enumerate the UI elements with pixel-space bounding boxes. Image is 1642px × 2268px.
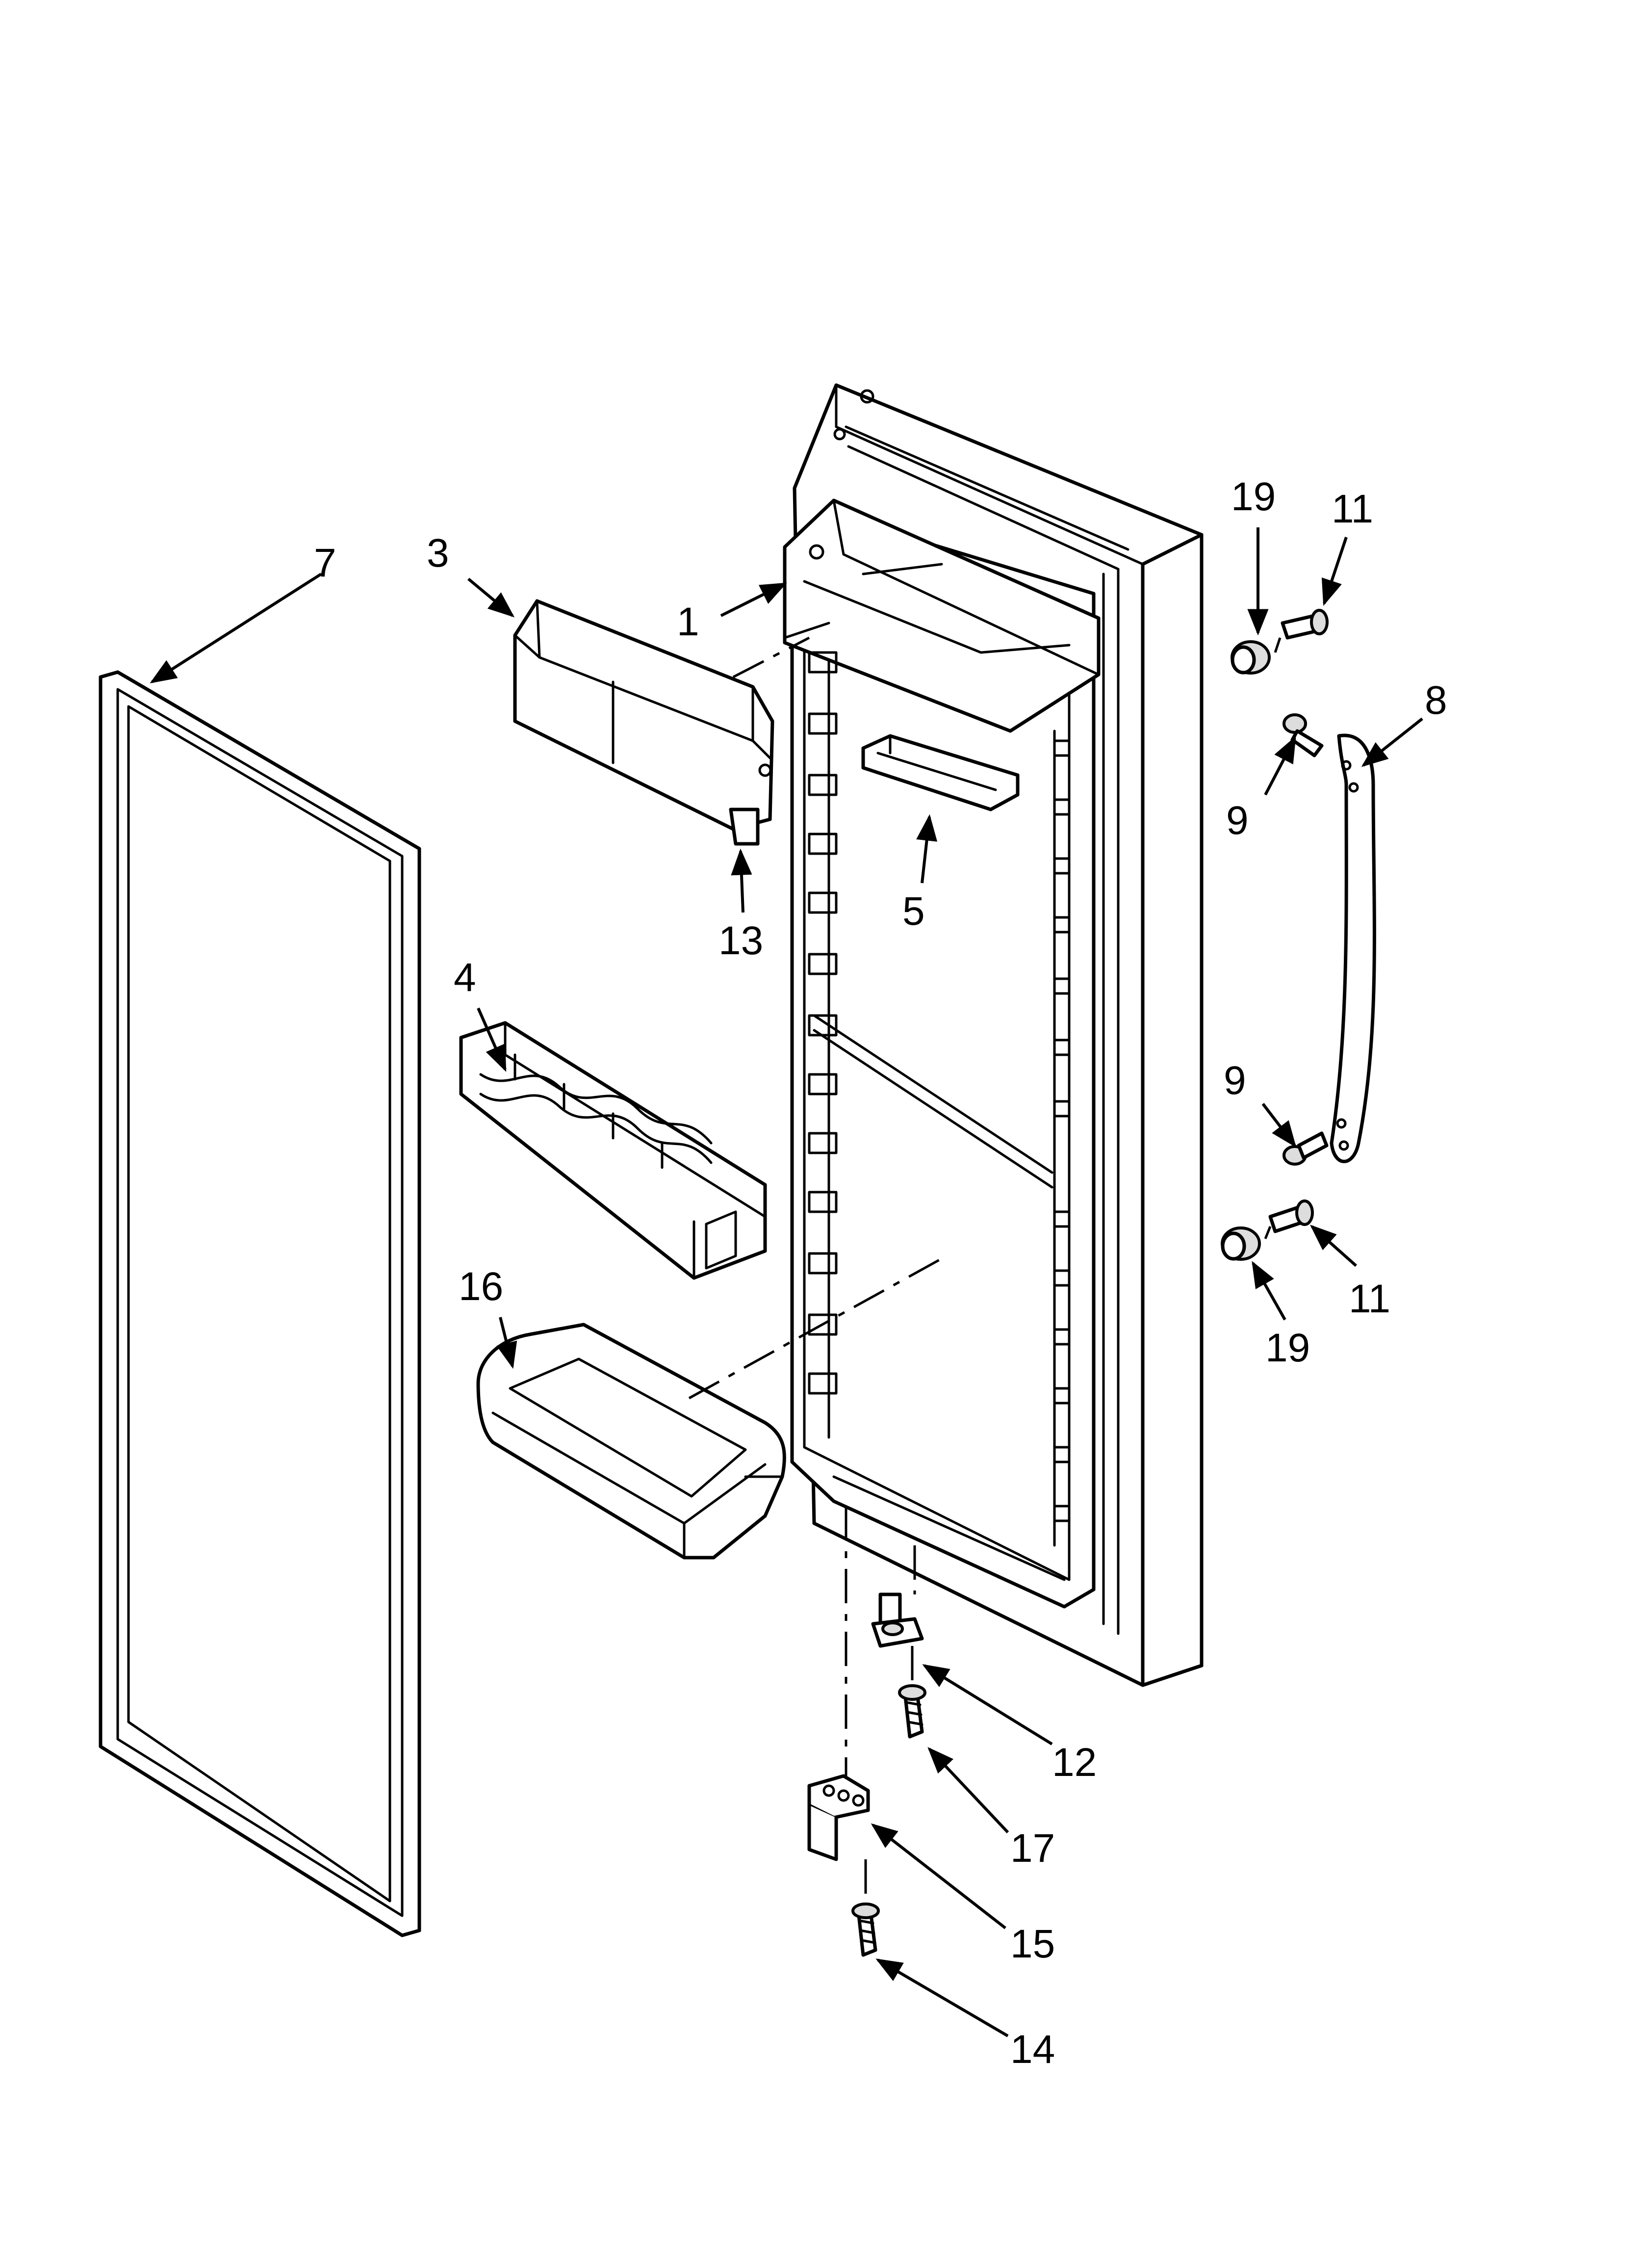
- callout-14: 14: [1010, 2027, 1055, 2072]
- callout-7: 7: [314, 541, 336, 585]
- small-bin: [861, 734, 1020, 811]
- screw-9-bottom: [1283, 1131, 1329, 1166]
- callout-11-bottom: 11: [1349, 1277, 1390, 1321]
- screw-11-bottom: [1268, 1199, 1314, 1233]
- callout-11-top: 11: [1332, 487, 1373, 531]
- lower-hinge: [807, 1774, 870, 1861]
- callout-12: 12: [1052, 1740, 1097, 1785]
- callout-8: 8: [1425, 678, 1447, 723]
- callout-labels: 7 3 1 13 5 4 16 19 11 8 9 9 11 19 12 17 …: [314, 474, 1447, 2072]
- callout-16: 16: [459, 1264, 503, 1309]
- shelf-clips-right: [1053, 739, 1071, 1522]
- door-gasket: [99, 670, 421, 1937]
- callout-17: 17: [1010, 1826, 1055, 1871]
- spacer-bottom: [1221, 1226, 1261, 1261]
- door-bin: [476, 1323, 786, 1560]
- screw-11-top: [1281, 609, 1329, 640]
- shelf-clips-left: [808, 651, 838, 1395]
- callout-4: 4: [454, 955, 476, 1000]
- dairy-door: [513, 599, 774, 846]
- callout-5: 5: [902, 889, 925, 934]
- hinge-bracket: [871, 1592, 924, 1648]
- door-handle: [1330, 733, 1376, 1163]
- callout-9-bottom: 9: [1224, 1058, 1246, 1103]
- callout-3: 3: [427, 531, 449, 575]
- callout-15: 15: [1010, 1922, 1055, 1966]
- callout-19-bottom: 19: [1265, 1326, 1310, 1370]
- spacer-top: [1231, 640, 1271, 675]
- callout-1: 1: [677, 600, 699, 644]
- callout-9-top: 9: [1226, 798, 1249, 843]
- assembly-lines: [688, 636, 1282, 1903]
- door-assembly: [783, 383, 1204, 1687]
- screw-17: [898, 1684, 926, 1739]
- egg-tray: [459, 1021, 767, 1280]
- callout-19-top: 19: [1231, 474, 1276, 519]
- leader-arrows: [150, 527, 1423, 2037]
- screw-14: [851, 1903, 880, 1957]
- callout-13: 13: [718, 918, 763, 963]
